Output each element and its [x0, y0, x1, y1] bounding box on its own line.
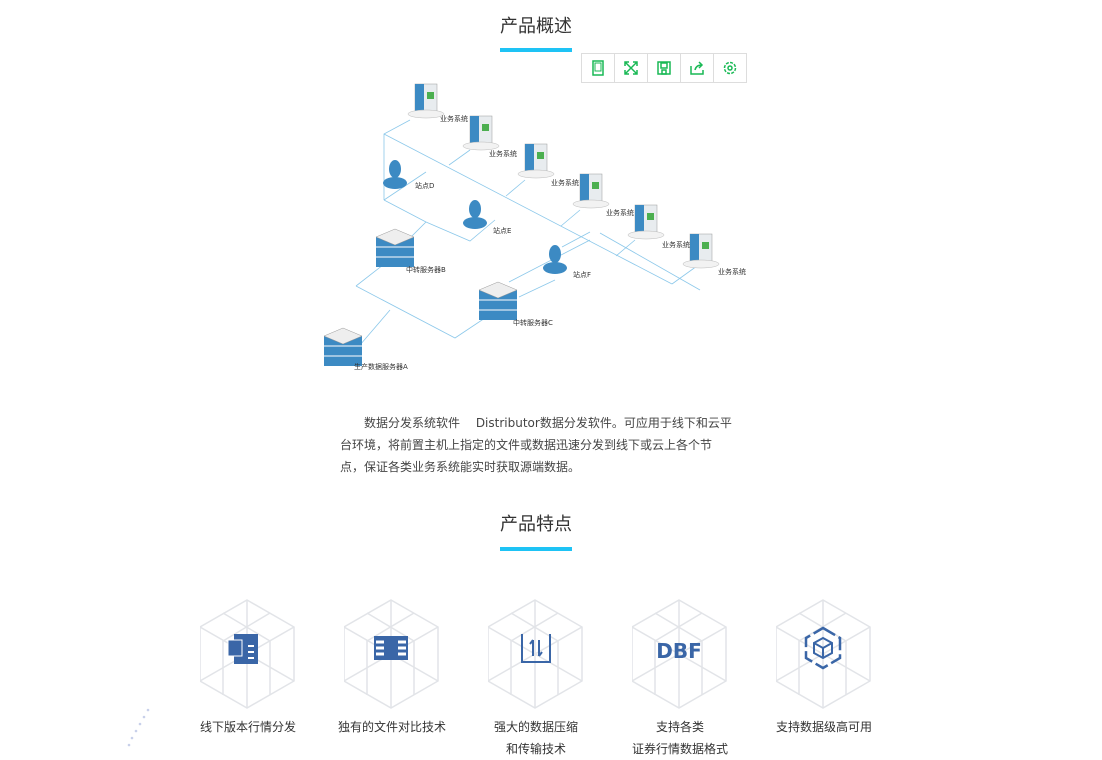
business-server-icon	[627, 204, 665, 240]
overview-title: 产品概述	[500, 16, 572, 37]
business-servers	[407, 83, 720, 269]
station-f-icon	[543, 245, 567, 274]
tablet-icon	[592, 60, 604, 76]
station-label: 站点F	[573, 270, 591, 279]
save-button[interactable]	[648, 54, 681, 82]
diagram-toolbar	[581, 53, 747, 83]
source-a-label: 生产数据服务器A	[354, 362, 408, 371]
relay-b-icon	[375, 228, 415, 267]
svg-text:DBF: DBF	[656, 639, 702, 663]
station-icons	[383, 160, 567, 274]
feature-item: 独有的文件对比技术	[322, 598, 462, 738]
features-title: 产品特点	[500, 514, 572, 535]
relay-b-label: 中转服务器B	[406, 265, 446, 274]
business-server-icon	[572, 173, 610, 209]
business-label: 业务系统	[440, 114, 468, 123]
product-description: 数据分发系统软件 Distributor数据分发软件。可应用于线下和云平台环境，…	[340, 416, 732, 474]
station-label: 站点D	[415, 181, 434, 190]
share-button[interactable]	[681, 54, 714, 82]
feature-label: 线下版本行情分发	[199, 720, 296, 734]
compare-grid-icon	[344, 599, 439, 709]
relay-c-icon	[478, 281, 518, 320]
source-a-icon	[323, 327, 363, 366]
station-e-icon	[463, 200, 487, 229]
feature-label: 支持数据级高可用	[775, 720, 872, 734]
feature-label: 独有的文件对比技术	[337, 720, 446, 734]
settings-button[interactable]	[714, 54, 746, 82]
share-icon	[690, 61, 704, 75]
business-server-icon	[517, 143, 555, 179]
fullscreen-button[interactable]	[615, 54, 648, 82]
relay-server-icons	[323, 228, 518, 366]
feature-item: DBF 支持各类 证券行情数据格式	[610, 598, 750, 760]
transfer-icon	[488, 599, 583, 709]
business-label: 业务系统	[606, 208, 634, 217]
cube-icon	[776, 599, 871, 709]
feature-item: 线下版本行情分发	[178, 598, 318, 738]
business-label: 业务系统	[489, 149, 517, 158]
feature-label-line2: 证券行情数据格式	[631, 742, 728, 756]
business-label: 业务系统	[551, 178, 579, 187]
decorative-dots	[127, 708, 150, 747]
fullscreen-icon	[624, 61, 638, 75]
tablet-view-button[interactable]	[582, 54, 615, 82]
station-label: 站点E	[493, 226, 511, 235]
business-server-icon	[462, 115, 500, 151]
distribution-diagram: 业务系统 业务系统 业务系统 业务系统 业务系统 业务系统 站点D 站点E 站点…	[323, 83, 746, 371]
business-label: 业务系统	[662, 240, 690, 249]
settings-icon	[723, 61, 737, 75]
feature-label: 支持各类	[655, 720, 704, 734]
feature-label: 强大的数据压缩	[493, 720, 578, 734]
business-server-icon	[407, 83, 445, 119]
feature-label-line2: 和传输技术	[505, 742, 566, 756]
save-icon	[657, 61, 671, 75]
feature-item: 强大的数据压缩 和传输技术	[466, 598, 606, 760]
station-d-icon	[383, 160, 407, 189]
relay-c-label: 中转服务器C	[513, 318, 553, 327]
dbf-icon: DBF	[632, 599, 727, 709]
business-label: 业务系统	[718, 267, 746, 276]
title-underline	[500, 48, 572, 52]
business-server-icon	[682, 233, 720, 269]
file-copy-icon	[200, 599, 295, 709]
title-underline	[500, 547, 572, 551]
feature-item: 支持数据级高可用	[754, 598, 894, 738]
